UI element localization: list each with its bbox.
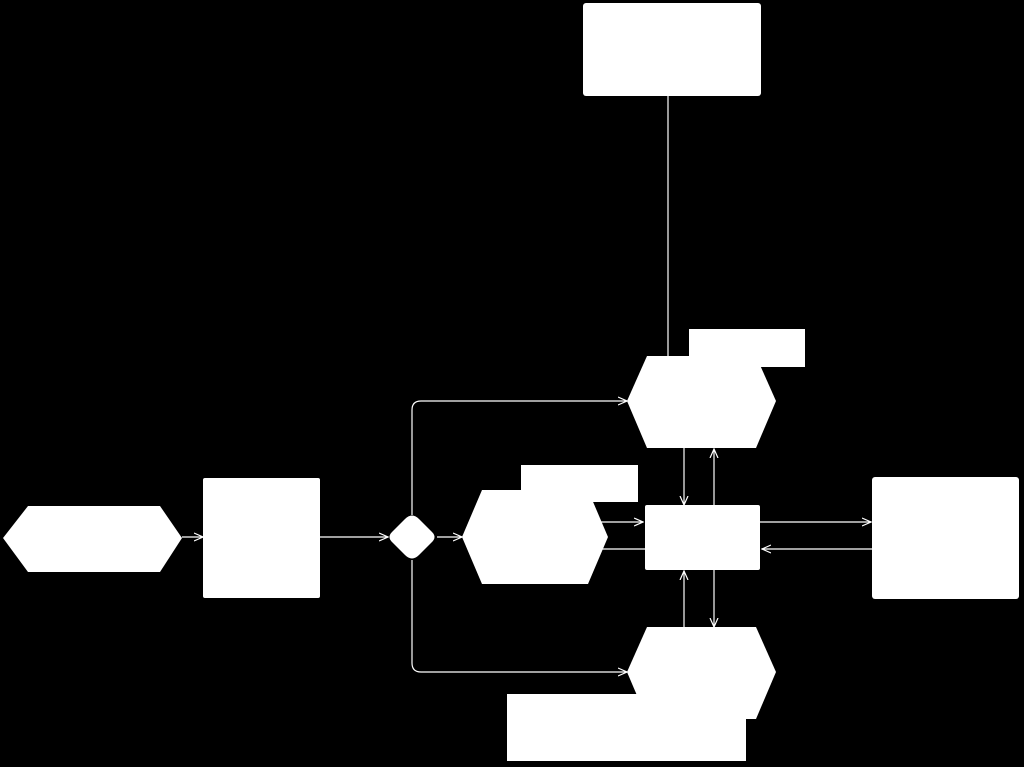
edge-decision-to-upper-hexagon bbox=[411, 401, 627, 515]
edge-decision-to-lower-hexagon bbox=[411, 560, 627, 672]
central-hub-box[interactable] bbox=[645, 505, 760, 570]
edges bbox=[182, 96, 872, 672]
middle-hexagon[interactable] bbox=[462, 490, 608, 584]
decision-diamond[interactable] bbox=[389, 515, 435, 559]
upper-hexagon-tag[interactable] bbox=[689, 329, 805, 367]
first-process-box[interactable] bbox=[203, 478, 320, 598]
upper-hexagon[interactable] bbox=[627, 356, 776, 448]
nodes bbox=[3, 3, 1019, 761]
right-output-box[interactable] bbox=[872, 477, 1019, 599]
lower-hexagon-tag[interactable] bbox=[507, 694, 746, 761]
middle-hexagon-tag[interactable] bbox=[521, 465, 638, 502]
start-hexagon[interactable] bbox=[3, 506, 182, 572]
top-box[interactable] bbox=[583, 3, 761, 96]
